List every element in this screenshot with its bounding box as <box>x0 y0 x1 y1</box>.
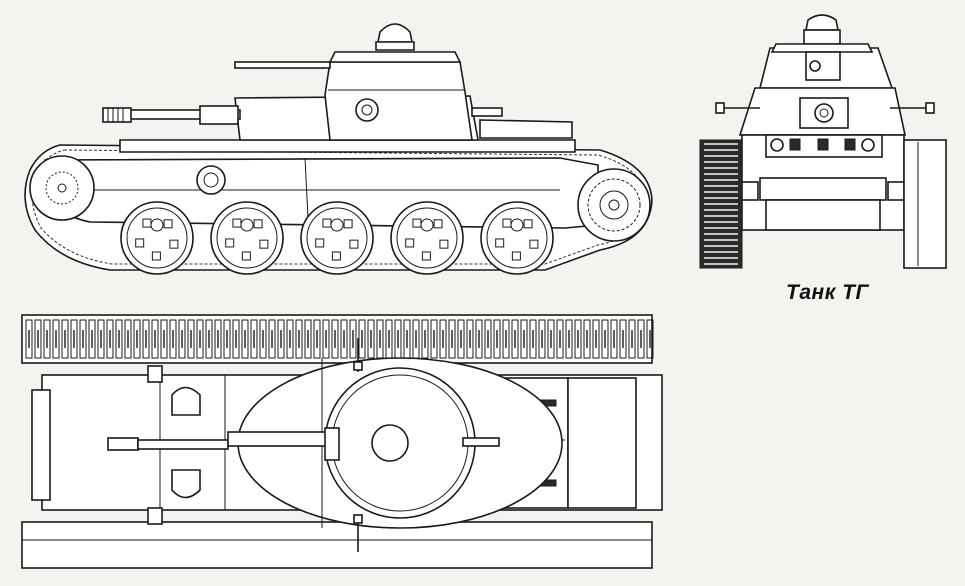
top-view <box>21 314 663 569</box>
top-view-track-upper <box>21 314 653 364</box>
top-view-track-lower <box>21 521 653 569</box>
road-wheel <box>480 201 554 275</box>
side-view <box>24 23 653 275</box>
road-wheel <box>300 201 374 275</box>
side-sprocket-wheel <box>577 168 651 242</box>
figure-caption: Танк ТГ <box>786 281 869 304</box>
road-wheel <box>120 201 194 275</box>
side-road-wheels <box>120 201 554 275</box>
side-turret <box>324 61 473 141</box>
front-right-track <box>903 139 947 269</box>
side-upper-hull <box>119 139 576 153</box>
side-idler-wheel <box>29 155 95 221</box>
road-wheel <box>390 201 464 275</box>
road-wheel <box>210 201 284 275</box>
front-view <box>699 14 947 269</box>
